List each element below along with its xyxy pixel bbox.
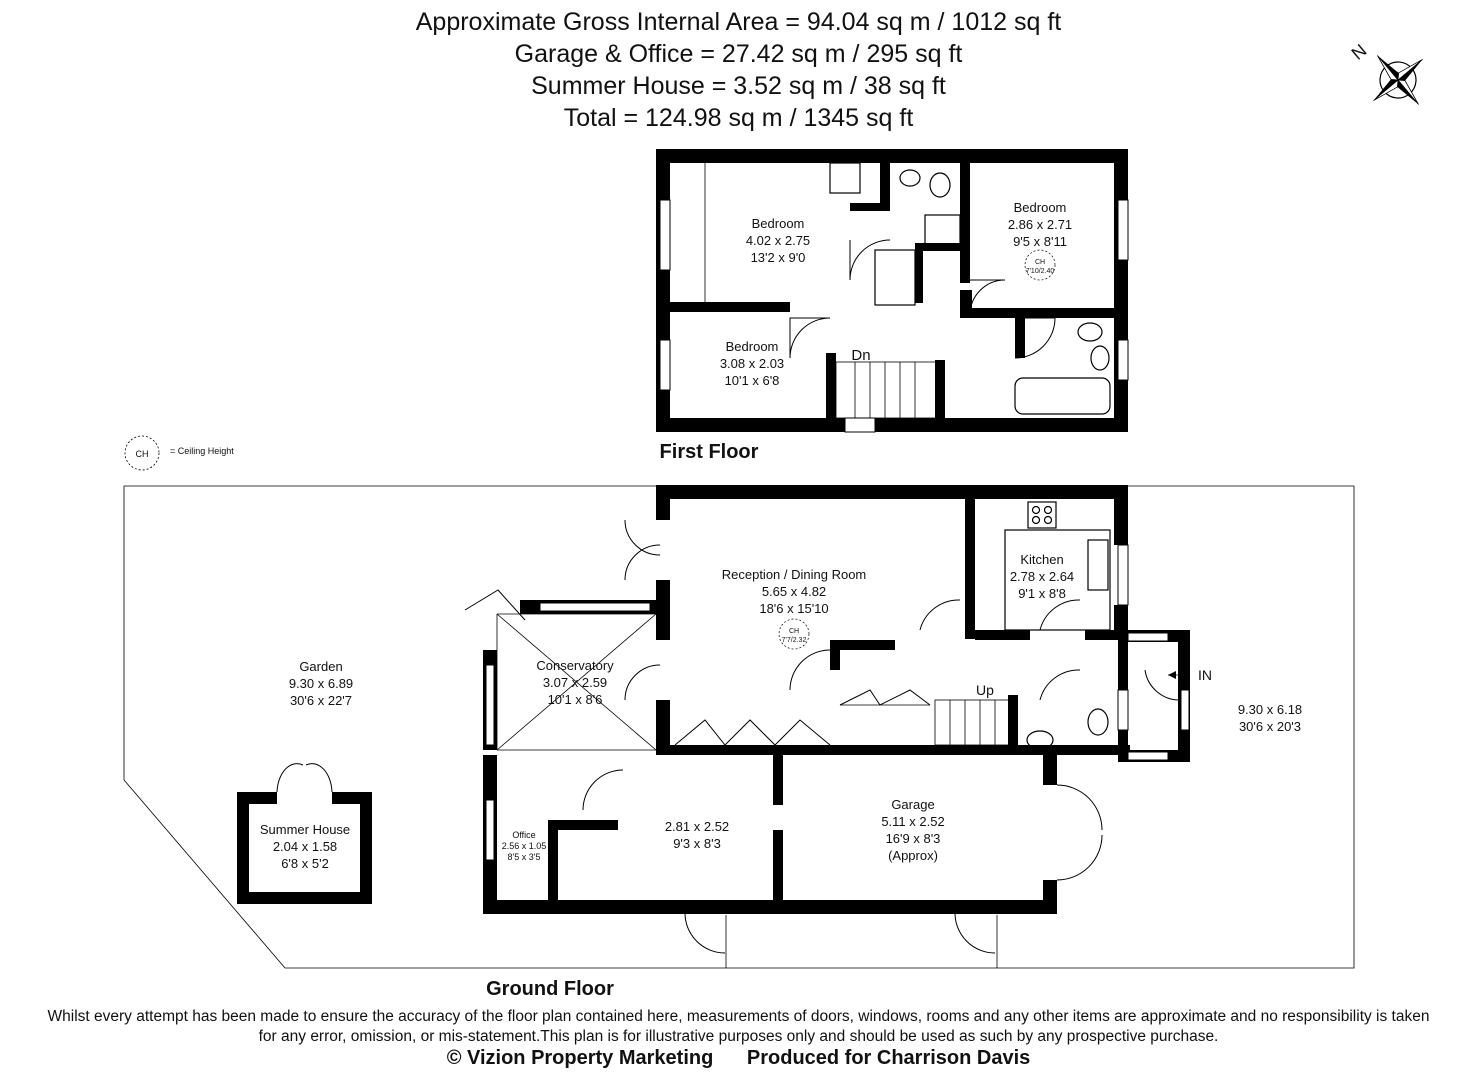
reception-ch-symbol: CH xyxy=(789,628,799,635)
bedroom3-name: Bedroom xyxy=(726,339,779,354)
reception-ch-value: 7'7/2.32 xyxy=(782,637,807,644)
bedroom1-name: Bedroom xyxy=(752,216,805,231)
conservatory-name: Conservatory xyxy=(536,658,614,673)
conservatory-metric: 3.07 x 2.59 xyxy=(543,675,607,690)
credits: © Vizion Property Marketing Produced for… xyxy=(0,1047,1477,1070)
credit-agent: Produced for Charrison Davis xyxy=(746,1047,1031,1069)
reception-imperial: 18'6 x 15'10 xyxy=(759,601,828,616)
bedroom1-imperial: 13'2 x 9'0 xyxy=(751,250,806,265)
garden-name: Garden xyxy=(299,659,342,674)
reception-metric: 5.65 x 4.82 xyxy=(762,584,826,599)
ceiling-height-legend: CH = Ceiling Height xyxy=(124,435,234,471)
bedroom2-imperial: 9'5 x 8'11 xyxy=(1013,234,1067,249)
first-floor-label: First Floor xyxy=(660,441,759,463)
entrance-label: IN xyxy=(1198,667,1212,683)
bedroom2-ch-symbol: CH xyxy=(1035,259,1045,266)
garden-metric: 9.30 x 6.89 xyxy=(289,676,353,691)
store-imperial: 9'3 x 8'3 xyxy=(673,836,721,851)
bedroom3-imperial: 10'1 x 6'8 xyxy=(725,373,780,388)
office-imperial: 8'5 x 3'5 xyxy=(508,852,541,862)
office-metric: 2.56 x 1.05 xyxy=(502,841,547,851)
bedroom1-metric: 4.02 x 2.75 xyxy=(746,233,810,248)
ground-floor-plan: Garden 9.30 x 6.89 30'6 x 22'7 9.30 x 6.… xyxy=(123,485,1355,1000)
summer-house-area-text: Summer House = 3.52 sq m / 38 sq ft xyxy=(531,72,946,100)
ground-floor-stairs xyxy=(934,699,1011,746)
legend-symbol: CH xyxy=(136,449,149,459)
garage-imperial: 16'9 x 8'3 xyxy=(886,831,941,846)
compass-north-label: N xyxy=(1348,40,1371,64)
garage-name: Garage xyxy=(891,797,934,812)
compass-icon xyxy=(1373,55,1423,105)
bedroom2-ch-value: 7'10/2.40 xyxy=(1026,268,1055,275)
kitchen-name: Kitchen xyxy=(1020,552,1063,567)
summer-house-structure xyxy=(237,763,372,904)
front-garden-imperial: 30'6 x 20'3 xyxy=(1239,719,1301,734)
office-name: Office xyxy=(512,830,535,840)
kitchen-metric: 2.78 x 2.64 xyxy=(1010,569,1074,584)
total-area-text: Total = 124.98 sq m / 1345 sq ft xyxy=(563,104,914,132)
front-garden-metric: 9.30 x 6.18 xyxy=(1238,702,1302,717)
first-floor-stairs xyxy=(835,361,937,419)
legend-text: = Ceiling Height xyxy=(170,446,234,456)
conservatory-imperial: 10'1 x 8'6 xyxy=(548,692,603,707)
kitchen-imperial: 9'1 x 8'8 xyxy=(1018,586,1066,601)
summer-house-metric: 2.04 x 1.58 xyxy=(273,839,337,854)
bedroom3-metric: 3.08 x 2.03 xyxy=(720,356,784,371)
store-metric: 2.81 x 2.52 xyxy=(665,819,729,834)
area-summary: Approximate Gross Internal Area = 94.04 … xyxy=(0,6,1477,134)
ground-floor-label: Ground Floor xyxy=(486,978,614,1000)
summer-house-imperial: 6'8 x 5'2 xyxy=(281,856,329,871)
summer-house-name: Summer House xyxy=(260,822,350,837)
reception-name: Reception / Dining Room xyxy=(722,567,867,582)
first-floor-stairs-label: Dn xyxy=(851,347,870,364)
credit-marketing: © Vizion Property Marketing xyxy=(446,1047,714,1069)
gross-area-text: Approximate Gross Internal Area = 94.04 … xyxy=(415,8,1062,36)
garage-office-area-text: Garage & Office = 27.42 sq m / 295 sq ft xyxy=(514,40,963,68)
ground-floor-stairs-label: Up xyxy=(976,682,994,698)
garden-imperial: 30'6 x 22'7 xyxy=(290,693,352,708)
garage-metric: 5.11 x 2.52 xyxy=(881,814,944,829)
bedroom2-metric: 2.86 x 2.71 xyxy=(1008,217,1072,232)
garage-note: (Approx) xyxy=(888,848,938,863)
disclaimer-text: Whilst every attempt has been made to en… xyxy=(47,1008,1430,1045)
bedroom2-name: Bedroom xyxy=(1014,200,1067,215)
first-floor-plan: Bedroom 4.02 x 2.75 13'2 x 9'0 Bedroom 2… xyxy=(656,149,1129,463)
